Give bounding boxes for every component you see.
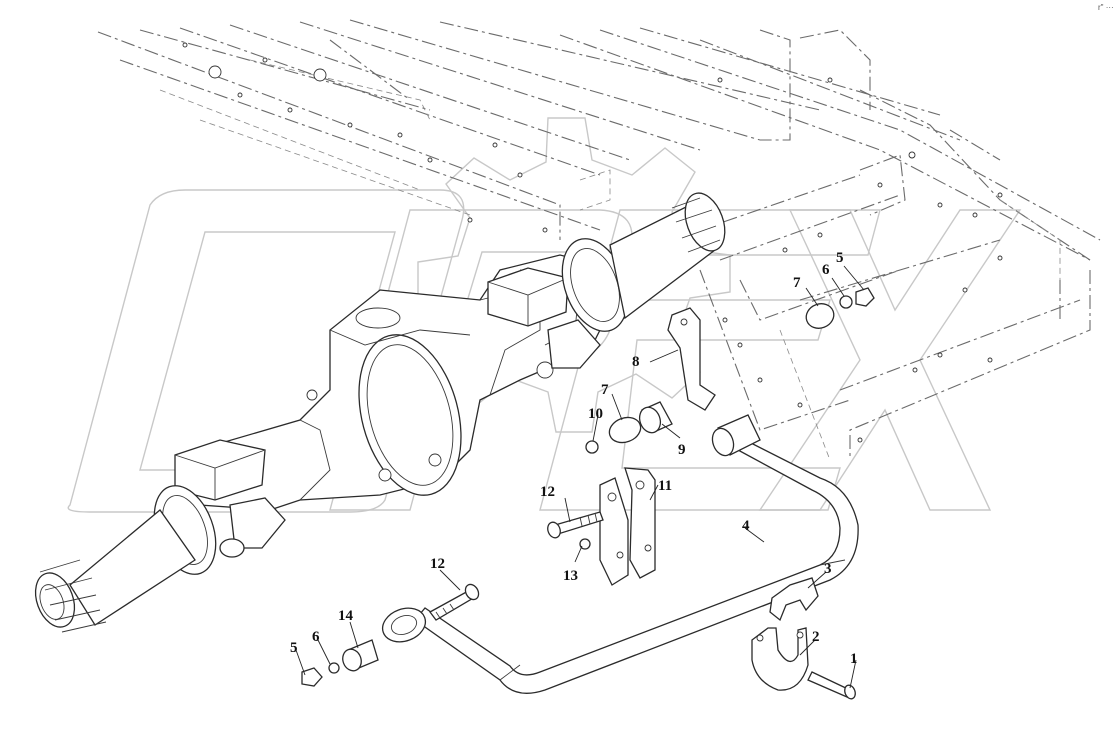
callout-13: 13 [563, 568, 578, 584]
bolt-12-upper [547, 511, 604, 539]
rear-axle-housing [174, 254, 611, 558]
callout-14: 14 [338, 608, 354, 624]
callout-labels: 1 2 3 4 5 6 7 5 6 7 8 9 10 11 12 12 13 1… [290, 250, 858, 667]
right-hub-and-spindle [561, 192, 726, 332]
callout-leaders [295, 265, 865, 689]
clamp-2 [751, 627, 809, 691]
watermark-letter-E [539, 209, 881, 511]
link-assembly-right [585, 287, 875, 454]
callout-10: 10 [588, 406, 603, 422]
callout-1: 1 [850, 651, 858, 667]
clamp-cushion-3 [769, 577, 819, 622]
callout-6-lower: 6 [312, 629, 320, 645]
left-end-hardware [301, 639, 379, 687]
callout-7-upper: 7 [793, 275, 801, 291]
bolt-1 [807, 671, 856, 700]
callout-8: 8 [632, 354, 640, 370]
callout-7-lower: 7 [601, 382, 609, 398]
bolt-12-lower [429, 583, 480, 621]
callout-5-upper: 5 [836, 250, 844, 266]
callout-2: 2 [812, 629, 820, 645]
corner-mark: r" ··· [1098, 3, 1114, 12]
callout-11: 11 [658, 478, 672, 494]
callout-12-upper: 12 [540, 484, 555, 500]
callout-4: 4 [742, 518, 750, 534]
callout-9: 9 [678, 442, 686, 458]
mount-bracket-11 [599, 467, 656, 586]
watermark-gear [417, 117, 731, 433]
callout-5-lower: 5 [290, 640, 298, 656]
callout-6-upper: 6 [822, 262, 830, 278]
nut-13 [579, 538, 591, 550]
callout-3: 3 [824, 561, 832, 577]
watermark-letter-X [758, 209, 1022, 511]
stabilizer-bar [381, 414, 859, 694]
left-hub-and-spindle [34, 485, 217, 633]
callout-12-lower: 12 [430, 556, 445, 572]
vehicle-frame-phantom [97, 19, 1101, 461]
